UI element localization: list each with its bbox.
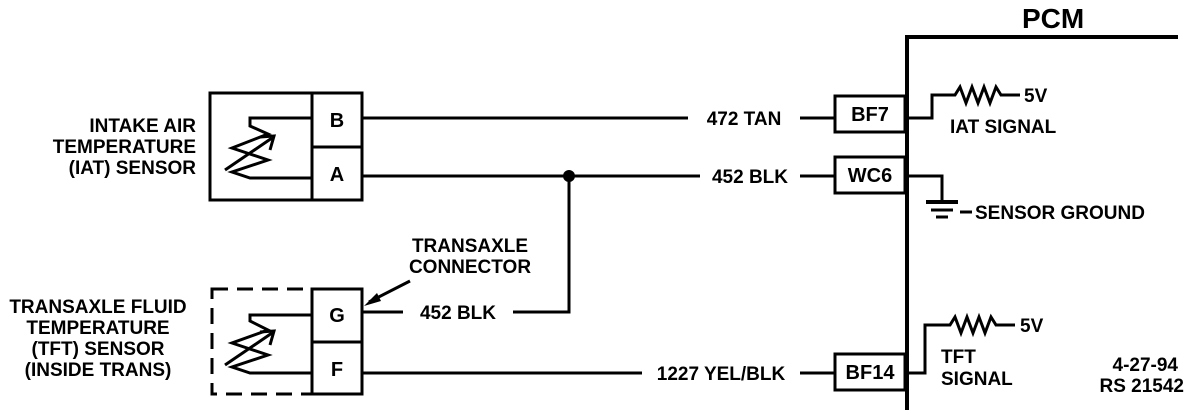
footer-date: 4-27-94 xyxy=(1113,355,1179,376)
tft-ground-wire xyxy=(513,176,571,314)
iat-pullup-resistor-icon xyxy=(907,82,1020,120)
svg-text:TRANSAXLE: TRANSAXLE xyxy=(412,236,528,257)
svg-text:TFT: TFT xyxy=(941,347,976,368)
thermistor-icon xyxy=(224,116,312,180)
footer-ref: RS 21542 xyxy=(1099,376,1184,397)
iat-sensor xyxy=(208,91,364,202)
iat-sensor-label: INTAKE AIR TEMPERATURE (IAT) SENSOR xyxy=(53,116,196,179)
iat-pin-b: B xyxy=(330,110,344,132)
wire-label-472-tan: 472 TAN xyxy=(707,109,782,130)
terminal-wc6: WC6 xyxy=(833,155,907,195)
svg-text:(IAT) SENSOR: (IAT) SENSOR xyxy=(69,158,197,179)
svg-text:(TFT) SENSOR: (TFT) SENSOR xyxy=(32,339,165,360)
callout-arrow xyxy=(364,279,411,306)
thermistor-icon xyxy=(224,313,312,375)
svg-text:(INSIDE TRANS): (INSIDE TRANS) xyxy=(25,360,172,381)
sensor-ground-label: SENSOR GROUND xyxy=(975,203,1145,224)
wire-label-452-blk-tft: 452 BLK xyxy=(420,303,496,324)
svg-text:BF14: BF14 xyxy=(846,362,896,384)
svg-text:INTAKE AIR: INTAKE AIR xyxy=(89,116,196,137)
terminal-bf14: BF14 xyxy=(833,352,907,392)
terminal-bf7: BF7 xyxy=(833,94,907,134)
pcm-boundary xyxy=(905,35,1178,410)
tft-pin-g: G xyxy=(329,305,345,327)
svg-text:TEMPERATURE: TEMPERATURE xyxy=(53,137,196,158)
iat-5v-label: 5V xyxy=(1024,86,1048,107)
iat-signal-label: IAT SIGNAL xyxy=(950,117,1057,138)
svg-text:CONNECTOR: CONNECTOR xyxy=(409,257,531,278)
svg-text:WC6: WC6 xyxy=(848,165,892,187)
pcm-label: PCM xyxy=(1022,3,1084,34)
transaxle-connector-label: TRANSAXLE CONNECTOR xyxy=(409,236,531,278)
wire-label-1227-yel-blk: 1227 YEL/BLK xyxy=(657,364,786,385)
wire-label-452-blk: 452 BLK xyxy=(712,167,788,188)
svg-text:TEMPERATURE: TEMPERATURE xyxy=(26,318,169,339)
svg-text:SIGNAL: SIGNAL xyxy=(941,369,1013,390)
svg-text:BF7: BF7 xyxy=(851,104,889,126)
tft-pullup-resistor-icon xyxy=(907,312,1015,375)
iat-pin-a: A xyxy=(330,164,344,186)
ground-icon xyxy=(907,174,972,219)
tft-pin-f: F xyxy=(331,359,343,381)
tft-sensor xyxy=(210,287,364,396)
tft-signal-label: TFT SIGNAL xyxy=(941,347,1013,390)
svg-text:TRANSAXLE FLUID: TRANSAXLE FLUID xyxy=(9,297,186,318)
tft-5v-label: 5V xyxy=(1020,316,1044,337)
tft-sensor-label: TRANSAXLE FLUID TEMPERATURE (TFT) SENSOR… xyxy=(9,297,186,381)
